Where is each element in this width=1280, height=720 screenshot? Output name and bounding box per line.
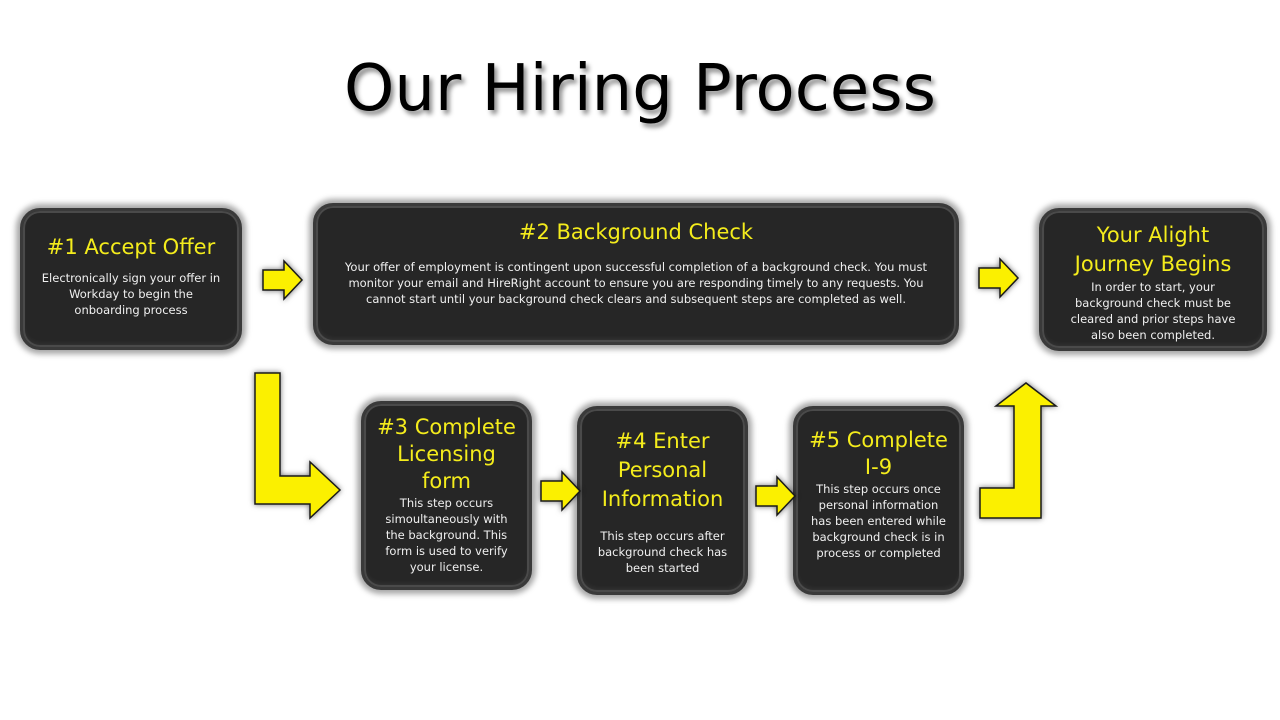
step-accept-offer: #1 Accept Offer Electronically sign your… — [20, 208, 242, 350]
step-heading: #4 Enter Personal Information — [601, 429, 724, 511]
step-description: Electronically sign your offer in Workda… — [41, 271, 221, 318]
step-complete-i9: #5 Complete I-9 This step occurs once pe… — [793, 406, 964, 595]
arrow-bent-up-icon — [979, 382, 1059, 519]
arrow-right-icon — [262, 259, 304, 301]
step-background-check: #2 Background Check Your offer of employ… — [313, 203, 959, 345]
step-complete-licensing-form: #3 Complete Licensing form This step occ… — [361, 401, 532, 590]
arrow-right-icon — [978, 257, 1020, 299]
step-heading: #3 Complete Licensing form — [377, 415, 516, 493]
step-description: Your offer of employment is contingent u… — [344, 260, 928, 307]
arrow-right-icon — [755, 475, 797, 517]
page-title: Our Hiring Process — [344, 52, 936, 126]
step-heading: #1 Accept Offer — [46, 235, 216, 259]
step-enter-personal-information: #4 Enter Personal Information This step … — [577, 406, 748, 595]
step-description: In order to start, your background check… — [1070, 280, 1236, 342]
step-heading: #5 Complete I-9 — [809, 428, 948, 479]
step-heading: #2 Background Check — [518, 220, 754, 244]
arrow-bent-down-right-icon — [254, 372, 342, 520]
step-description: This step occurs once personal informati… — [811, 482, 946, 560]
step-description: This step occurs simoultaneously with th… — [385, 496, 508, 574]
step-alight-journey-begins: Your Alight Journey Begins In order to s… — [1039, 208, 1267, 351]
step-description: This step occurs after background check … — [597, 529, 728, 575]
arrow-right-icon — [540, 470, 582, 512]
step-heading: Your Alight Journey Begins — [1074, 223, 1232, 276]
